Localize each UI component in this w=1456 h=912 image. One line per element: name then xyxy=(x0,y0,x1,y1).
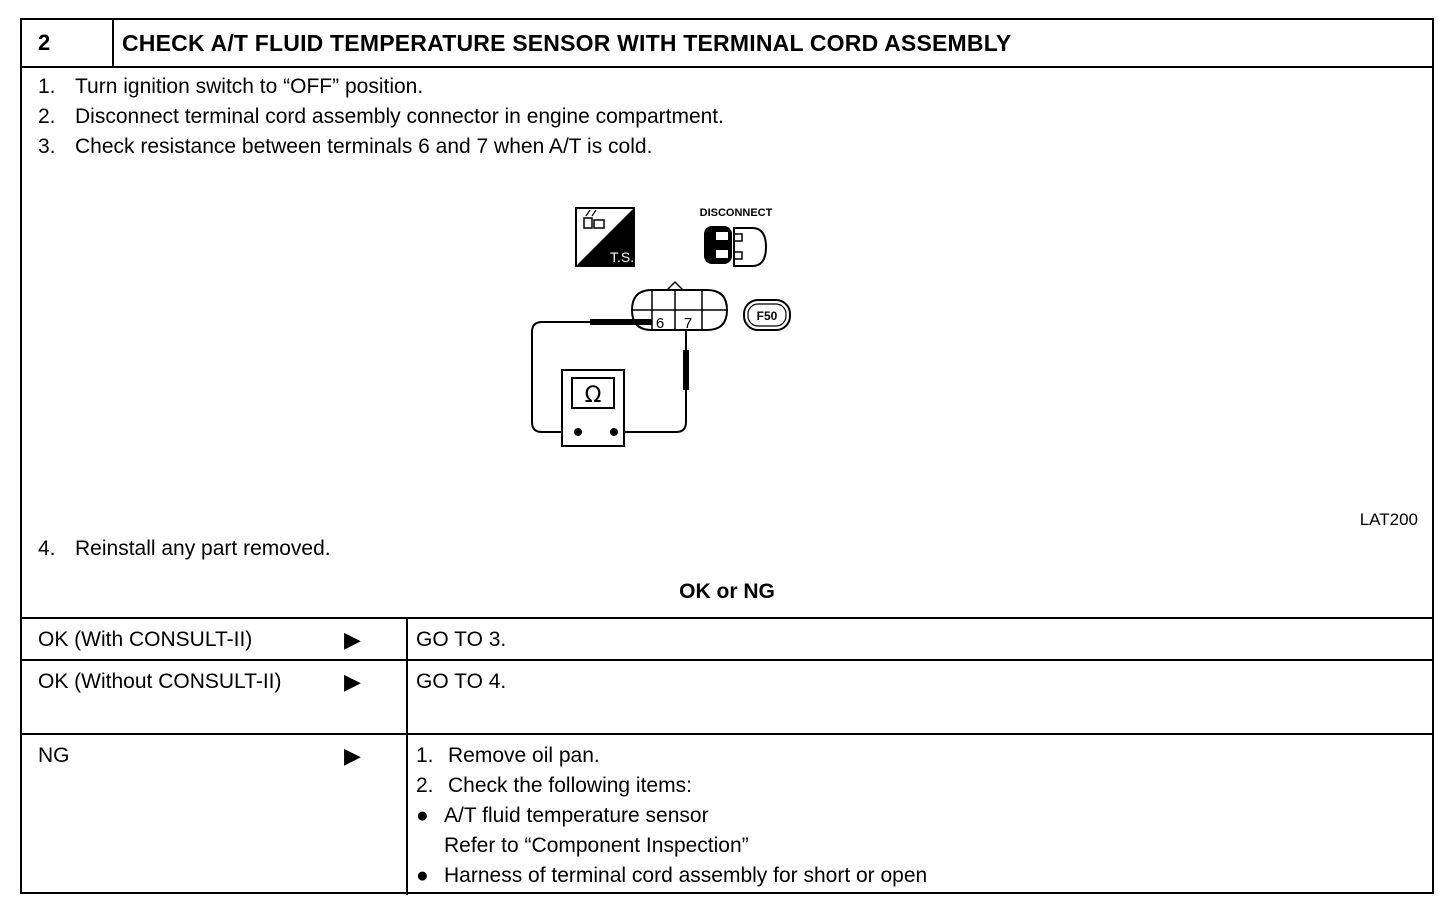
bullet-icon: ● xyxy=(416,804,429,827)
connector-id-label: F50 xyxy=(757,309,778,323)
result-action: GO TO 3. xyxy=(406,619,1432,659)
procedure-header: 2 CHECK A/T FLUID TEMPERATURE SENSOR WIT… xyxy=(22,20,1432,68)
terminal-6-label: 6 xyxy=(656,315,664,332)
result-condition: OK (With CONSULT-II) xyxy=(38,628,253,651)
result-condition: NG xyxy=(38,744,70,767)
result-row-ng: NG ▶ 1.Remove oil pan. 2.Check the follo… xyxy=(22,735,1432,895)
bullet-item: ●Harness of terminal cord assembly for s… xyxy=(416,861,1432,891)
step-item: 4.Reinstall any part removed. xyxy=(38,537,331,560)
ohm-symbol: Ω xyxy=(585,383,602,408)
resistance-check-diagram: T.S. DISCONNECT 6 7 F50 xyxy=(531,207,791,447)
list-item: 1.Remove oil pan. xyxy=(416,744,600,767)
arrow-icon: ▶ xyxy=(344,627,361,652)
procedure-title: CHECK A/T FLUID TEMPERATURE SENSOR WITH … xyxy=(122,30,1012,56)
meter-leads xyxy=(531,319,689,433)
step-item: 1.Turn ignition switch to “OFF” position… xyxy=(38,75,424,98)
arrow-icon: ▶ xyxy=(344,743,361,768)
ok-ng-heading: OK or NG xyxy=(679,580,775,603)
disconnect-label: DISCONNECT xyxy=(700,207,773,219)
bullet-icon: ● xyxy=(416,864,429,887)
procedure-table: 2 CHECK A/T FLUID TEMPERATURE SENSOR WIT… xyxy=(20,18,1434,895)
figure-code: LAT200 xyxy=(1359,510,1418,529)
step-number: 2 xyxy=(22,20,114,66)
arrow-icon: ▶ xyxy=(344,669,361,694)
ohmmeter: Ω xyxy=(561,369,625,447)
results-table: OK (With CONSULT-II) ▶ GO TO 3. OK (With… xyxy=(22,617,1432,895)
bullet-subtext: Refer to “Component Inspection” xyxy=(444,834,749,857)
bullet-item: ●A/T fluid temperature sensor xyxy=(416,801,1432,831)
result-condition: OK (Without CONSULT-II) xyxy=(38,670,282,693)
result-action-list: 1.Remove oil pan. 2.Check the following … xyxy=(406,735,1432,895)
connector-f50: 6 7 F50 xyxy=(630,280,791,332)
disconnect-icon: DISCONNECT xyxy=(700,207,773,267)
terminal-7-label: 7 xyxy=(684,315,692,332)
ts-label: T.S. xyxy=(610,249,634,265)
ts-icon: T.S. xyxy=(575,207,635,267)
result-action: GO TO 4. xyxy=(406,661,1432,733)
step-list: 1.Turn ignition switch to “OFF” position… xyxy=(38,72,724,162)
list-item: 2.Check the following items: xyxy=(416,774,692,797)
step-item: 3.Check resistance between terminals 6 a… xyxy=(38,135,653,158)
step-item: 2.Disconnect terminal cord assembly conn… xyxy=(38,105,724,128)
result-row-ok-no-consult: OK (Without CONSULT-II) ▶ GO TO 4. xyxy=(22,661,1432,735)
result-row-ok-consult: OK (With CONSULT-II) ▶ GO TO 3. xyxy=(22,619,1432,661)
